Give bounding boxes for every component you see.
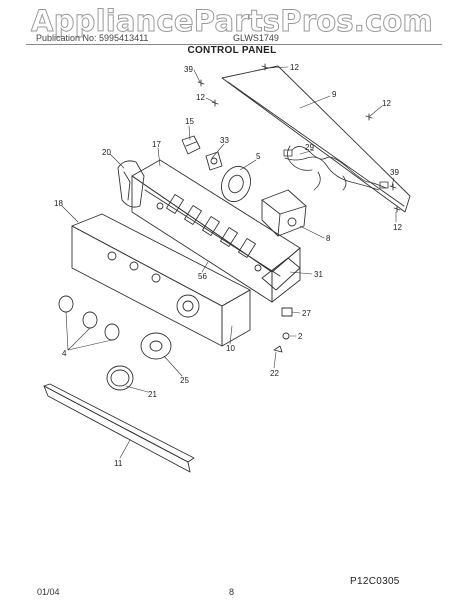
callout-label: 8 [326,234,331,243]
callout-label: 21 [148,390,157,399]
callout-label: 31 [314,270,323,279]
figure-code: P12C0305 [350,576,400,587]
callout-label: 12 [196,93,205,102]
control-housing-part [131,159,301,303]
callout-label: 15 [185,117,194,126]
callout-label: 12 [382,99,391,108]
console-panel-part [71,213,251,347]
callout-label: 17 [152,140,161,149]
switch-part [181,135,201,155]
callout-label: 27 [302,309,311,318]
watermark: AppliancePartsPros.com [31,4,434,39]
callout-label: 39 [390,168,399,177]
callout-label: 29 [305,143,314,152]
timer-part [261,189,307,237]
dial-part [140,332,172,360]
page-title: CONTROL PANEL [187,45,277,56]
callout-label: 20 [102,148,111,157]
callout-label: 5 [256,152,261,161]
small-part [273,307,293,353]
callout-label: 25 [180,376,189,385]
callout-label: 12 [290,63,299,72]
callout-label: 11 [114,459,123,468]
callout-label: 4 [62,349,67,358]
back-panel-part [221,65,411,213]
knob-part [58,295,120,341]
dial-ring-part [106,365,134,391]
wire-harness-part [283,145,389,191]
footer-page-number: 8 [229,587,235,597]
trim-part [261,257,301,291]
trim-strip-part [43,383,195,473]
callout-label: 39 [184,65,193,74]
callout-label: 12 [393,223,402,232]
publication-number: Publication No: 5995413411 [36,33,149,43]
model-number: GLWS1749 [233,33,279,43]
screw-part [197,63,401,213]
callout-label: 9 [332,90,337,99]
footer-date: 01/04 [37,587,60,597]
end-bracket-part [117,160,145,208]
switch-part [205,151,223,171]
callout-label: 2 [298,332,303,341]
cam-part [221,165,251,203]
callout-label: 18 [54,199,63,208]
callout-label: 10 [226,344,235,353]
leader-lines [61,66,397,459]
header-rule [26,44,442,45]
callout-label: 56 [198,272,207,281]
callout-label: 33 [220,136,229,145]
callout-label: 22 [270,369,279,378]
